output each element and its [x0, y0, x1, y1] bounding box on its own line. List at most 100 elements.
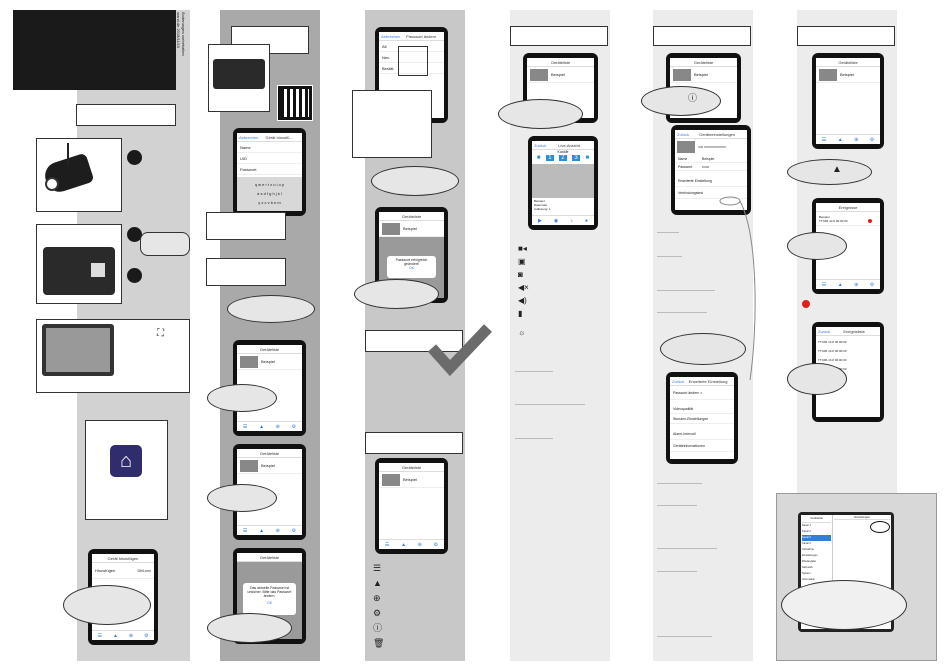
device-row-5[interactable]: Beispiel [670, 67, 737, 83]
alert-icon[interactable]: ▲ [112, 632, 118, 639]
field-uid[interactable]: UID [237, 153, 302, 164]
channel-3[interactable]: 3 [572, 155, 580, 161]
channel-2[interactable]: 2 [559, 155, 567, 161]
settings-back[interactable]: Zurück [677, 132, 690, 137]
history-entry-1[interactable]: TT.MM.JJJJ 00:00:00 [818, 349, 847, 353]
panel1-callout-oval [63, 585, 151, 625]
list-icon[interactable]: ☰ [821, 136, 827, 143]
adv-item-4[interactable]: Geräteinformationen [670, 440, 734, 452]
adv-back[interactable]: Zurück [672, 379, 685, 384]
add-device-row[interactable]: Hinzufügen DM-xxx [92, 563, 154, 579]
add-icon[interactable]: ⊕ [275, 423, 280, 430]
events-date: TT.MM.JJJJ 00:00:00 [819, 218, 848, 223]
settings-name-row[interactable]: Name Beispiel [675, 155, 747, 163]
pw-new-field[interactable]: Neu [379, 52, 444, 63]
device-row-4[interactable]: Beispiel [527, 67, 594, 83]
keyboard[interactable]: q w e r t z u i o p a s d f g h j k l y … [237, 177, 302, 211]
alert-icon[interactable]: ▲ [837, 281, 843, 288]
microphone-icon[interactable]: ● [584, 217, 588, 224]
settings-pw-row[interactable]: Passwort •••••• [675, 163, 747, 171]
history-back[interactable]: Zurück [818, 329, 831, 334]
add-icon[interactable]: ⊕ [128, 632, 134, 639]
tablet-item-8[interactable]: System [802, 572, 811, 575]
settings-pw-value: •••••• [702, 164, 710, 169]
panel2-callout-oval-3 [207, 484, 277, 512]
adv-item-4-label: Geräteinformationen [673, 443, 705, 448]
tablet-item-3[interactable]: Kanal 4 [802, 542, 811, 545]
settings-connection-row[interactable]: Verbindungstest [675, 187, 747, 199]
list-icon[interactable]: ☰ [242, 423, 248, 430]
record-icon[interactable]: ■ [585, 155, 590, 161]
event-row[interactable]: Beispiel TT.MM.JJJJ 00:00:00 [816, 212, 880, 226]
pw-old-field[interactable]: Alt [379, 41, 444, 52]
alert-icon[interactable]: ▲ [837, 136, 843, 143]
tablet-item-0[interactable]: Kanal 1 [802, 524, 811, 527]
alert-icon[interactable]: ▲ [259, 423, 265, 430]
home-camera-app-icon[interactable]: ⌂ [110, 445, 142, 477]
adv-item-2[interactable]: Stunden-Einstellungen [670, 414, 734, 424]
pw-back[interactable]: Abbrechen [381, 34, 401, 39]
device-settings-phone: Zurück Geräteeinstellungen UID XXXXXXXXX… [671, 125, 751, 215]
settings-icon[interactable]: ⚙ [291, 423, 297, 430]
tablet-item-4[interactable]: Aufnahme [802, 548, 814, 551]
tablet-item-9[interactable]: Information [802, 578, 815, 581]
settings-advanced-row[interactable]: Erweiterte Einstellung [675, 175, 747, 187]
panel3-callout-oval-1 [371, 166, 459, 196]
adv-item-1[interactable]: Videoqualität [670, 404, 734, 414]
settings-icon[interactable]: ⚙ [433, 541, 439, 548]
snapshot-icon[interactable]: ◉ [553, 217, 559, 224]
success-ok-button[interactable]: OK [408, 266, 415, 270]
history-entry-0[interactable]: TT.MM.JJJJ 00:00:00 [818, 340, 847, 344]
history-entry-2[interactable]: TT.MM.JJJJ 00:00:00 [818, 358, 847, 362]
tablet-item-7[interactable]: Netzwerk [802, 566, 813, 569]
field-password[interactable]: Passwort [237, 164, 302, 175]
tablet-item-2[interactable]: Kanal 3 [802, 535, 832, 541]
pw-confirm-field[interactable]: Bestät. [379, 63, 444, 74]
list-icon[interactable]: ☰ [384, 541, 390, 548]
alert-icon[interactable]: ▲ [259, 527, 265, 534]
device-row-6[interactable]: Beispiel [816, 67, 880, 83]
list-icon[interactable]: ☰ [242, 527, 248, 534]
live-video-area [532, 164, 594, 198]
speaker-icon[interactable]: ♪ [570, 217, 573, 224]
panel5-rule-5 [657, 483, 702, 484]
add-icon[interactable]: ⊕ [854, 281, 859, 288]
video-camera-icon[interactable]: ▶ [538, 217, 542, 224]
device-row-3a[interactable]: Beispiel [379, 221, 444, 237]
settings-icon[interactable]: ⚙ [144, 632, 149, 639]
history-title: Ereignisliste [843, 329, 865, 334]
add-icon[interactable]: ⊕ [417, 541, 422, 548]
panel2-callout-oval-4 [207, 613, 292, 643]
list-icon[interactable]: ☰ [821, 281, 827, 288]
pw-success-dialog: Passwort erfolgreich geändert! OK [387, 256, 436, 278]
record-icon[interactable]: ■ [536, 155, 541, 161]
settings-icon[interactable]: ⚙ [869, 136, 875, 143]
device-thumb-4[interactable] [530, 68, 548, 81]
device-row-3b[interactable]: Beispiel [379, 472, 444, 488]
device-row-2a[interactable]: Beispiel [237, 354, 302, 370]
dialog-ok-button[interactable]: OK [266, 601, 273, 605]
device-row-2b[interactable]: Beispiel [237, 458, 302, 474]
list-icon[interactable]: ☰ [97, 632, 102, 639]
tablet-item-6[interactable]: Wiedergabe [802, 560, 816, 563]
add-icon[interactable]: ⊕ [275, 527, 280, 534]
form-back[interactable]: Abbrechen [239, 135, 259, 140]
tablet-item-1[interactable]: Kanal 2 [802, 530, 811, 533]
settings-icon[interactable]: ⚙ [869, 281, 875, 288]
tablet-item-5[interactable]: Einstellungen [802, 554, 818, 557]
panel5-title-box [653, 26, 751, 46]
add-icon[interactable]: ⊕ [854, 136, 859, 143]
settings-icon[interactable]: ⚙ [291, 527, 297, 534]
device-name-2b: Beispiel [261, 463, 276, 468]
live-header: Live-Ansicht [558, 143, 581, 148]
field-name[interactable]: Name [237, 142, 302, 153]
live-back[interactable]: Zurück [534, 143, 547, 148]
devices-title-6: Geräteliste [816, 58, 880, 67]
devices-phone-6: Geräteliste Beispiel ☰ ▲ ⊕ ⚙ [812, 53, 884, 149]
channel-1[interactable]: 1 [546, 155, 554, 161]
info-icon: ⓘ [688, 93, 698, 103]
adv-item-3[interactable]: Alarm-Intervall [670, 428, 734, 440]
events-device: Beispiel [819, 214, 830, 219]
alert-icon[interactable]: ▲ [401, 541, 407, 548]
adv-item-0[interactable]: Passwort ändern > [670, 386, 734, 400]
